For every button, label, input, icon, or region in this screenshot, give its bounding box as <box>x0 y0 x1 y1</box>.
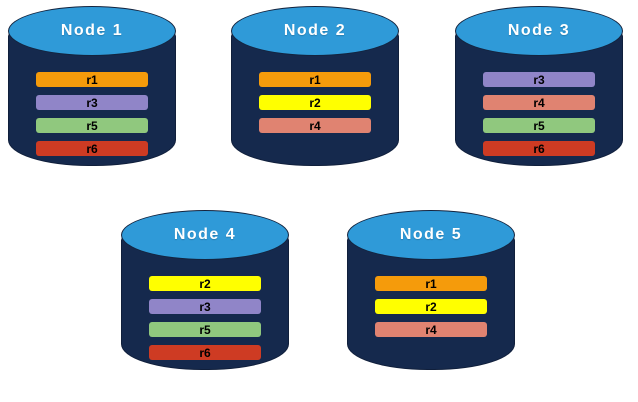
replica-bar-r2[interactable]: r2 <box>149 276 261 291</box>
database-node-4[interactable]: r2 r3 r5 r6 Node 4 <box>121 210 289 370</box>
replica-bar-r3[interactable]: r3 <box>149 299 261 314</box>
replica-bar-r5[interactable]: r5 <box>483 118 595 133</box>
replica-bar-r6[interactable]: r6 <box>149 345 261 360</box>
replica-stack: r1 r3 r5 r6 <box>36 72 148 156</box>
database-node-5[interactable]: r1 r2 r4 Node 5 <box>347 210 515 370</box>
node-label: Node 1 <box>60 22 124 39</box>
node-label: Node 3 <box>507 22 571 39</box>
node-cylinder-lid: Node 4 <box>121 210 289 260</box>
node-label: Node 4 <box>173 226 237 243</box>
replica-stack: r1 r2 r4 <box>375 276 487 337</box>
database-node-3[interactable]: r3 r4 r5 r6 Node 3 <box>455 6 623 166</box>
database-node-2[interactable]: r1 r2 r4 Node 2 <box>231 6 399 166</box>
replica-bar-r6[interactable]: r6 <box>483 141 595 156</box>
replica-bar-r5[interactable]: r5 <box>36 118 148 133</box>
replica-stack: r2 r3 r5 r6 <box>149 276 261 360</box>
replica-bar-r2[interactable]: r2 <box>259 95 371 110</box>
replica-bar-r4[interactable]: r4 <box>259 118 371 133</box>
replica-stack: r3 r4 r5 r6 <box>483 72 595 156</box>
replica-bar-r4[interactable]: r4 <box>483 95 595 110</box>
node-label: Node 5 <box>399 226 463 243</box>
node-cylinder-lid: Node 2 <box>231 6 399 56</box>
replica-bar-r3[interactable]: r3 <box>36 95 148 110</box>
node-label: Node 2 <box>283 22 347 39</box>
replica-bar-r5[interactable]: r5 <box>149 322 261 337</box>
replica-bar-r2[interactable]: r2 <box>375 299 487 314</box>
replica-bar-r1[interactable]: r1 <box>259 72 371 87</box>
node-cylinder-lid: Node 3 <box>455 6 623 56</box>
node-cylinder-lid: Node 5 <box>347 210 515 260</box>
replica-stack: r1 r2 r4 <box>259 72 371 133</box>
replica-bar-r6[interactable]: r6 <box>36 141 148 156</box>
replica-bar-r3[interactable]: r3 <box>483 72 595 87</box>
replica-bar-r4[interactable]: r4 <box>375 322 487 337</box>
node-cylinder-lid: Node 1 <box>8 6 176 56</box>
replica-bar-r1[interactable]: r1 <box>36 72 148 87</box>
database-node-1[interactable]: r1 r3 r5 r6 Node 1 <box>8 6 176 166</box>
replica-bar-r1[interactable]: r1 <box>375 276 487 291</box>
